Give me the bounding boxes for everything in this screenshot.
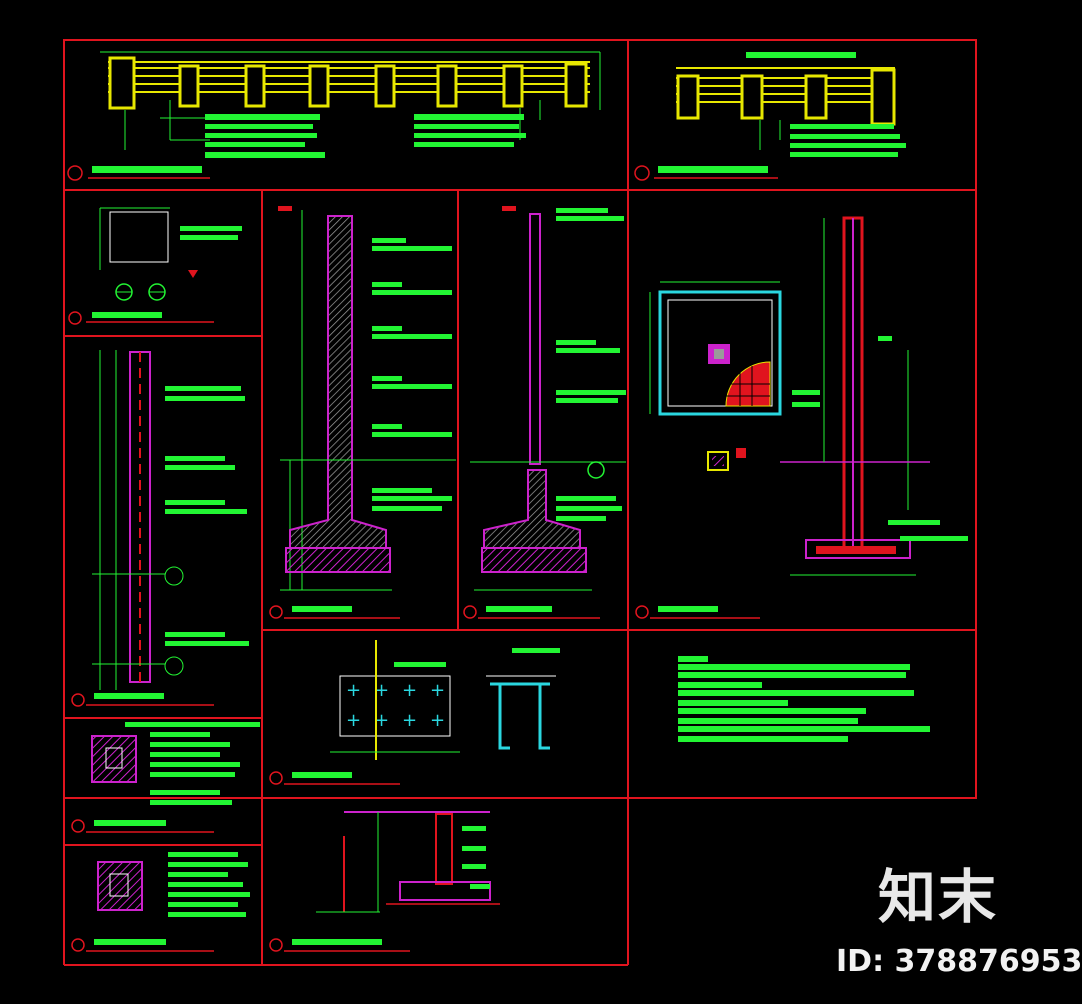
- elevation-panel-2: [634, 52, 906, 181]
- column-section-6: [71, 852, 250, 952]
- svg-text:+: +: [374, 710, 389, 731]
- svg-text:+: +: [430, 710, 445, 731]
- watermark-id-value: 378876953: [894, 944, 1082, 979]
- annotation-text-1: [205, 114, 526, 158]
- svg-text:+: +: [430, 680, 445, 701]
- svg-text:+: +: [402, 680, 417, 701]
- connection-detail-10: + + + + + + + +: [269, 640, 560, 785]
- section-panel-4: [71, 350, 249, 707]
- plan-detail-9: [635, 216, 968, 619]
- title-tag-1: [67, 165, 210, 181]
- section-panel-3: [68, 207, 242, 325]
- wall-section-8: [463, 206, 626, 619]
- svg-text:+: +: [402, 710, 417, 731]
- general-notes: [678, 656, 930, 742]
- sheet-frame: [63, 39, 977, 966]
- svg-text:+: +: [374, 680, 389, 701]
- wall-section-7: [269, 206, 456, 619]
- railing-posts: [108, 56, 588, 110]
- watermark-id-label: ID:: [836, 944, 885, 979]
- svg-text:+: +: [346, 680, 361, 701]
- watermark-brand: 知末: [878, 863, 999, 931]
- watermark-id: ID: 378876953: [836, 940, 1082, 984]
- foundation-detail-12: [269, 811, 500, 952]
- svg-text:+: +: [346, 710, 361, 731]
- column-section-5: [71, 722, 260, 833]
- elevation-panel-1: [67, 51, 601, 181]
